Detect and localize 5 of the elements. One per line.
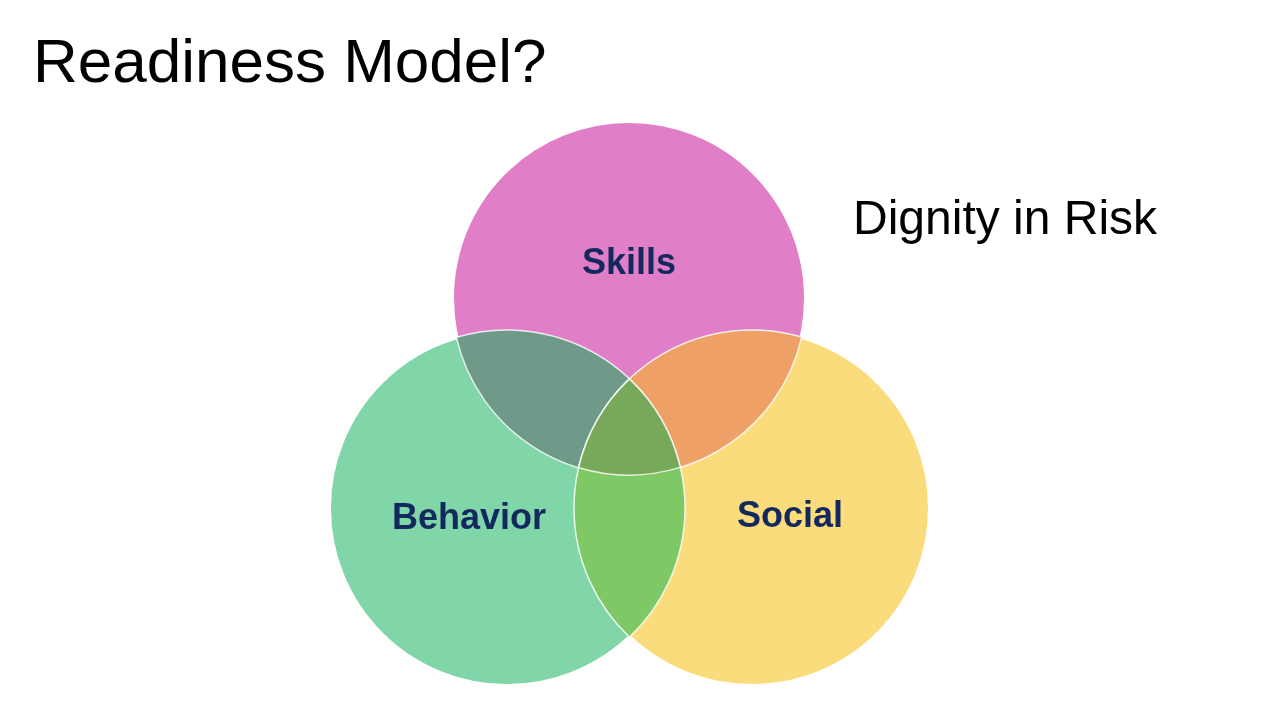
circle-label: Behavior — [391, 499, 547, 535]
circle-label: Skills — [581, 244, 677, 280]
side-note: Dignity in Risk — [853, 194, 1158, 242]
circle-label: Social — [736, 497, 844, 533]
slide-title: Readiness Model? — [33, 30, 547, 92]
